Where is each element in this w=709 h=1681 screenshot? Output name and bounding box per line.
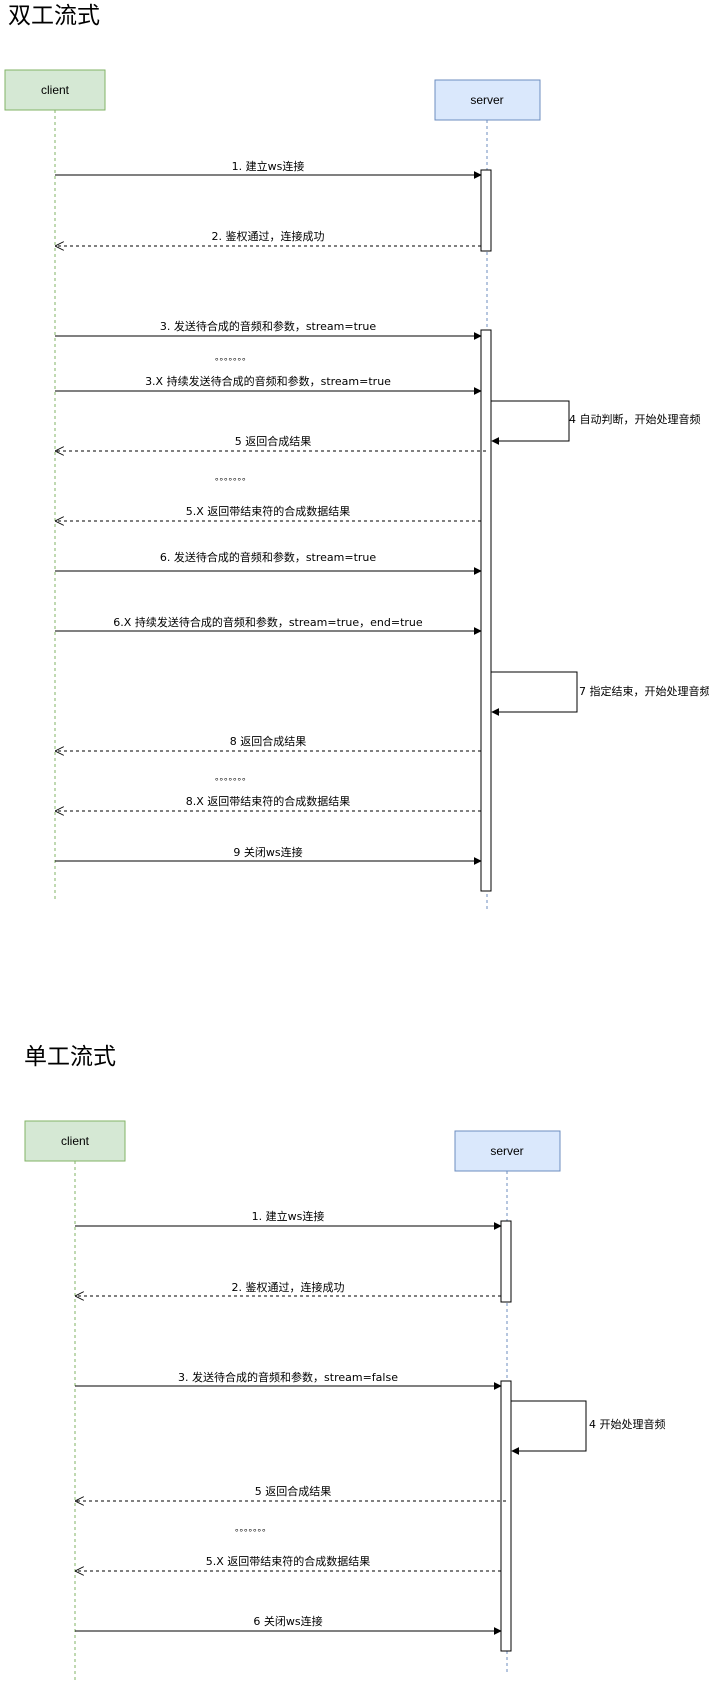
- ellipsis-1: 。。。。。。。: [215, 353, 251, 363]
- s-message-1-label: 1. 建立ws连接: [252, 1209, 325, 1223]
- server-actor-2: server: [454, 1130, 561, 1172]
- message-8x-label: 8.X 返回带结束符的合成数据结果: [186, 794, 351, 808]
- message-3-label: 3. 发送待合成的音频和参数，stream=true: [160, 319, 377, 333]
- server-label-2: server: [490, 1144, 523, 1158]
- duplex-section: 双工流式 client server 1. 建立ws连接 2. 鉴权通过，连接成…: [4, 3, 709, 910]
- message-6-label: 6. 发送待合成的音频和参数，stream=true: [160, 550, 377, 564]
- server-activation-4: [500, 1380, 512, 1652]
- s-message-5x-label: 5.X 返回带结束符的合成数据结果: [206, 1554, 371, 1568]
- s-message-4-label: 4 开始处理音频: [589, 1417, 666, 1431]
- message-7-label: 7 指定结束，开始处理音频: [579, 684, 709, 698]
- ellipsis-2: 。。。。。。。: [215, 473, 251, 483]
- message-5x: 5.X 返回带结束符的合成数据结果: [56, 504, 481, 521]
- message-6: 6. 发送待合成的音频和参数，stream=true: [55, 550, 482, 575]
- message-9-label: 9 关闭ws连接: [233, 845, 302, 859]
- message-8x: 8.X 返回带结束符的合成数据结果: [56, 794, 481, 811]
- server-box: [434, 79, 541, 121]
- s-message-6: 6 关闭ws连接: [75, 1614, 502, 1635]
- server-actor: server: [434, 79, 541, 121]
- client-actor: client: [4, 69, 106, 111]
- message-3x: 3.X 持续发送待合成的音频和参数，stream=true: [55, 374, 482, 395]
- client-actor-2: client: [24, 1120, 126, 1162]
- message-1: 1. 建立ws连接: [55, 159, 482, 179]
- self-message-7: 7 指定结束，开始处理音频: [491, 671, 709, 716]
- server-activation-2: [480, 329, 492, 892]
- message-9: 9 关闭ws连接: [55, 845, 482, 865]
- ellipsis-3: 。。。。。。。: [215, 773, 251, 783]
- message-6x-label: 6.X 持续发送待合成的音频和参数，stream=true，end=true: [113, 615, 423, 629]
- message-4-label: 4 自动判断，开始处理音频: [569, 412, 701, 426]
- self-message-4: 4 自动判断，开始处理音频: [491, 400, 701, 445]
- s-message-5x: 5.X 返回带结束符的合成数据结果: [76, 1554, 501, 1571]
- s-message-5: 5 返回合成结果: [76, 1484, 506, 1501]
- message-5x-label: 5.X 返回带结束符的合成数据结果: [186, 504, 351, 518]
- client-box: [4, 69, 106, 111]
- s-message-6-label: 6 关闭ws连接: [253, 1614, 322, 1628]
- client-label-2: client: [61, 1134, 90, 1148]
- s-ellipsis-1: 。。。。。。。: [235, 1524, 271, 1534]
- server-activation-3: [500, 1220, 512, 1303]
- message-6x: 6.X 持续发送待合成的音频和参数，stream=true，end=true: [55, 615, 482, 635]
- message-3: 3. 发送待合成的音频和参数，stream=true: [55, 319, 482, 340]
- message-3x-label: 3.X 持续发送待合成的音频和参数，stream=true: [145, 374, 391, 388]
- simplex-section: 单工流式 client server 1. 建立ws连接 2. 鉴权通过，连接成…: [24, 1044, 666, 1681]
- message-5: 5 返回合成结果: [56, 434, 486, 451]
- message-5-label: 5 返回合成结果: [235, 434, 312, 448]
- s-message-2: 2. 鉴权通过，连接成功: [76, 1281, 501, 1296]
- s-message-3-label: 3. 发送待合成的音频和参数，stream=false: [178, 1370, 398, 1384]
- simplex-title: 单工流式: [24, 1044, 116, 1070]
- message-8-label: 8 返回合成结果: [230, 734, 307, 748]
- message-1-label: 1. 建立ws连接: [232, 159, 305, 173]
- duplex-title: 双工流式: [8, 3, 100, 29]
- s-message-1: 1. 建立ws连接: [75, 1209, 502, 1230]
- message-2: 2. 鉴权通过，连接成功: [56, 230, 481, 246]
- server-label: server: [470, 93, 503, 107]
- server-box-2: [454, 1130, 561, 1172]
- message-8: 8 返回合成结果: [56, 734, 481, 751]
- client-box-2: [24, 1120, 126, 1162]
- s-message-3: 3. 发送待合成的音频和参数，stream=false: [75, 1370, 502, 1390]
- s-message-2-label: 2. 鉴权通过，连接成功: [232, 1281, 345, 1294]
- client-label: client: [41, 83, 70, 97]
- server-activation-1: [480, 169, 492, 252]
- message-2-label: 2. 鉴权通过，连接成功: [212, 230, 325, 243]
- s-self-message-4: 4 开始处理音频: [511, 1400, 666, 1455]
- s-message-5-label: 5 返回合成结果: [255, 1484, 332, 1498]
